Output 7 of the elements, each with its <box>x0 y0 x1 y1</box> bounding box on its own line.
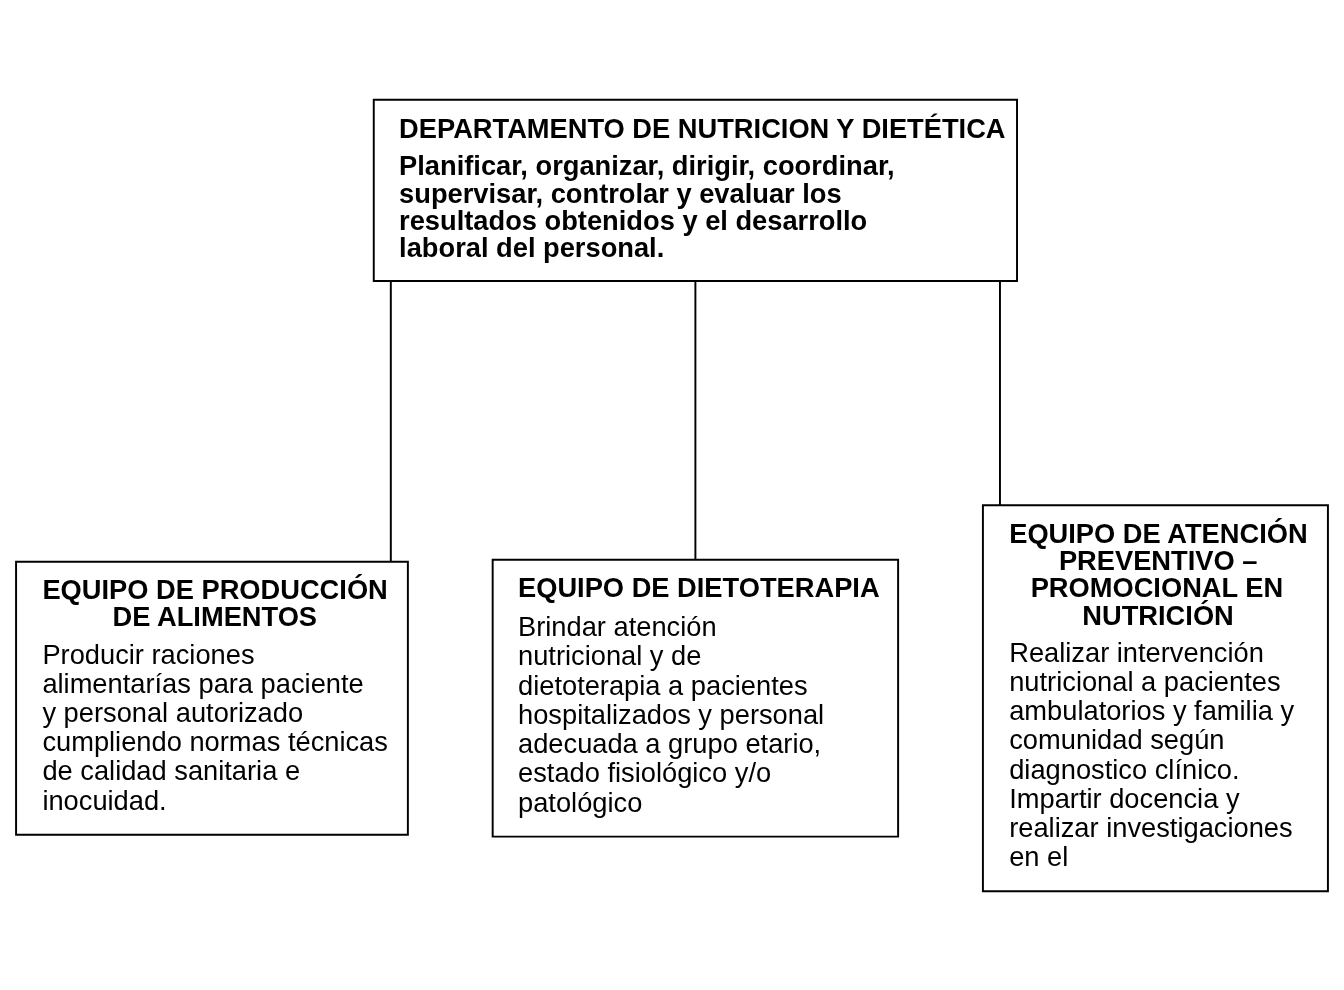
connector <box>694 279 697 560</box>
connector <box>389 279 392 562</box>
node-box: EQUIPO DE DIETOTERAPIA Brindar atención nutricional y de dietoterapia a pacientes hospitalizados y personal adecuada a grupo etario, estado fisiológico y/o patológico <box>491 558 900 838</box>
connector <box>999 279 1001 506</box>
node-box: EQUIPO DE ATENCIÓN PREVENTIVO – PROMOCIONAL EN NUTRICIÓN Realizar intervención nutricional a pacientes ambulatorios y familia y comunidad según diagnostico clínico. Impartir docencia y realizar investigaciones en el <box>981 503 1329 892</box>
node-box: DEPARTAMENTO DE NUTRICION Y DIETÉTICA Planificar, organizar, dirigir, coordinar, supervisar, controlar y evaluar los resultados obtenidos y el desarrollo laboral del personal. <box>372 98 1018 282</box>
node-box: EQUIPO DE PRODUCCIÓN DE ALIMENTOS Producir raciones alimentarías para paciente y personal autorizado cumpliendo normas técnicas de calidad sanitaria e inocuidad. <box>15 560 409 836</box>
